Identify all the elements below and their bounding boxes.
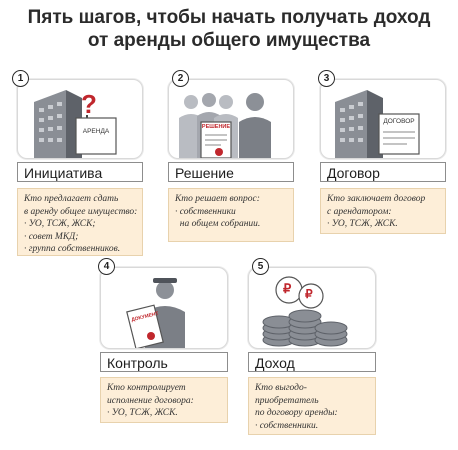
step-illustration: ₽ ₽ <box>248 267 376 349</box>
step-number: 4 <box>98 258 115 275</box>
info-line: Кто предлагает сдать <box>24 194 119 204</box>
step-2: 2 РЕШЕНИЕ Решение Кто решает вопрос: · с… <box>168 70 294 254</box>
info-line: · группа собственников. <box>24 244 121 254</box>
info-line: · собственники <box>175 206 236 217</box>
step-info: Кто заключает договор с арендатором: · У… <box>320 188 446 234</box>
sign-text: АРЕНДА <box>82 128 110 135</box>
info-line: Кто решает вопрос: <box>175 194 260 204</box>
step-illustration: ДОГОВОР <box>320 79 446 159</box>
step-number: 2 <box>172 70 189 87</box>
step-label: Доход <box>248 352 376 372</box>
step-info: Кто решает вопрос: · собственники на общ… <box>168 188 294 242</box>
sign-text: ДОГОВОР <box>383 118 415 125</box>
info-line: в аренду общее имущество: <box>24 206 138 217</box>
ruble-sign-icon: ₽ <box>283 281 292 296</box>
info-line: · собственники. <box>255 420 319 431</box>
step-5: 5 ₽ ₽ Доход Кто выгодо- приобретатель по… <box>248 258 376 442</box>
step-number: 5 <box>252 258 269 275</box>
step-number: 3 <box>318 70 335 87</box>
title-line-2: от аренды общего имущества <box>87 30 371 51</box>
ruble-sign-icon: ₽ <box>305 287 313 301</box>
step-illustration: ДОКУМЕНТ <box>100 267 228 349</box>
info-line: по договору аренды: <box>255 408 338 418</box>
step-1: 1 ? АРЕНДА Инициатива Кто предлагает сда… <box>12 70 143 256</box>
coins-ruble-icon <box>262 276 348 347</box>
svg-text:?: ? <box>81 89 97 119</box>
step-info: Кто предлагает сдать в аренду общее имущ… <box>17 188 143 256</box>
step-info: Кто выгодо- приобретатель по договору ар… <box>248 377 376 435</box>
step-illustration: РЕШЕНИЕ <box>168 79 294 159</box>
info-line: Кто заключает договор <box>327 194 426 204</box>
step-label: Инициатива <box>17 162 143 182</box>
building-contract-icon <box>335 90 420 158</box>
people-document-icon <box>179 93 271 158</box>
info-line: · УО, ТСЖ, ЖСК. <box>327 219 398 229</box>
inspector-document-icon <box>126 278 185 348</box>
info-line: на общем собрании. <box>175 219 261 229</box>
info-line: исполнение договора: <box>107 395 194 406</box>
step-3: 3 ДОГОВОР Договор Кто заключает договор … <box>318 70 446 254</box>
step-number: 1 <box>12 70 29 87</box>
building-question-sign-icon: ? <box>34 89 117 158</box>
info-line: приобретатель <box>255 395 319 406</box>
page-title: Пять шагов, чтобы начать получать доход … <box>0 6 458 52</box>
info-line: Кто контролирует <box>107 383 186 393</box>
sign-text: РЕШЕНИЕ <box>201 124 231 130</box>
info-line: · УО, ТСЖ, ЖСК; <box>24 219 96 229</box>
info-line: · совет МКД; <box>24 231 79 242</box>
info-line: · УО, ТСЖ, ЖСК. <box>107 408 178 418</box>
info-line: с арендатором: <box>327 206 392 217</box>
title-line-1: Пять шагов, чтобы начать получать доход <box>27 7 431 28</box>
info-line: Кто выгодо- <box>255 383 307 393</box>
step-info: Кто контролирует исполнение договора: · … <box>100 377 228 423</box>
step-label: Контроль <box>100 352 228 372</box>
step-4: 4 ДОКУМЕНТ Контроль Кто контролирует исп… <box>98 258 228 442</box>
step-label: Договор <box>320 162 446 182</box>
step-label: Решение <box>168 162 294 182</box>
step-illustration: ? АРЕНДА <box>17 79 143 159</box>
